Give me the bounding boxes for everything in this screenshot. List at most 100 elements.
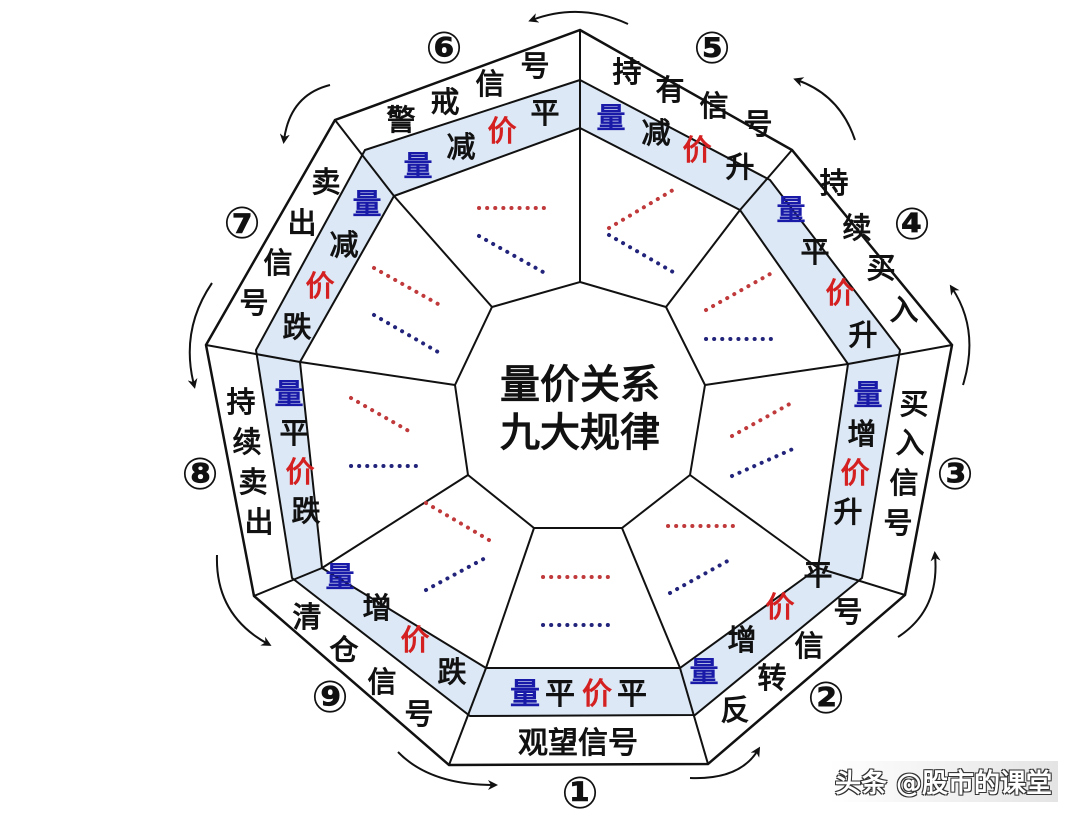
rule-5-number: ⑤ bbox=[693, 23, 730, 74]
rule-1-volume: 量 bbox=[510, 677, 540, 712]
rule-4-signal-4: 入 bbox=[889, 293, 918, 327]
rule-6-price-state: 平 bbox=[530, 96, 559, 130]
rule-5-price-state: 升 bbox=[725, 150, 754, 184]
pattern-3 bbox=[730, 399, 797, 478]
rule-6-volume: 量 bbox=[403, 149, 432, 183]
rule-4-vol-state: 平 bbox=[800, 235, 829, 269]
rule-9-number: ⑨ bbox=[311, 672, 348, 723]
rule-9-volume: 量 bbox=[325, 560, 354, 594]
rule-7-vol-state: 减 bbox=[329, 228, 358, 262]
rule-7: 量 减 价 跌 卖 出 信 号 ⑦ bbox=[223, 165, 381, 344]
rule-7-price-state: 跌 bbox=[282, 310, 311, 344]
rule-1-price-state: 平 bbox=[617, 677, 647, 712]
rule-9-signal-2: 仓 bbox=[328, 633, 359, 667]
arrow-6-to-7 bbox=[279, 84, 331, 144]
arrow-8-to-9 bbox=[215, 554, 272, 646]
pattern-lines bbox=[349, 188, 797, 627]
arrow-1-to-2 bbox=[689, 746, 761, 780]
pattern-6 bbox=[477, 206, 549, 274]
rule-5-signal-1: 持 bbox=[612, 55, 641, 89]
arrow-4-to-5 bbox=[793, 77, 856, 141]
rule-7-signal-4: 号 bbox=[239, 286, 268, 320]
pattern-4 bbox=[704, 272, 775, 341]
rule-8-number: ⑧ bbox=[181, 449, 218, 500]
rule-3-price: 价 bbox=[840, 456, 870, 490]
rule-1-number: ① bbox=[561, 768, 598, 819]
rule-8-signal-3: 卖 bbox=[238, 465, 267, 499]
rule-5-volume: 量 bbox=[596, 101, 625, 135]
rule-3-signal-3: 信 bbox=[889, 466, 918, 500]
rule-8-signal-4: 出 bbox=[244, 505, 273, 539]
rule-7-number: ⑦ bbox=[223, 198, 260, 249]
arrow-3-to-4 bbox=[949, 284, 971, 386]
rule-1: 量 平 价 平 观望信号 ① bbox=[510, 677, 647, 819]
rule-2-price: 价 bbox=[765, 590, 795, 624]
rule-8-volume: 量 bbox=[274, 377, 303, 411]
diagram-title-line1: 量价关系 bbox=[500, 362, 660, 408]
rule-1-signal: 观望信号 bbox=[518, 726, 638, 761]
rule-4: 量 平 价 升 持 续 买 入 ④ bbox=[776, 166, 930, 352]
rule-5-signal-2: 有 bbox=[655, 73, 684, 107]
rule-6-vol-state: 减 bbox=[446, 130, 475, 164]
rule-9: 量 增 价 跌 清 仓 信 号 ⑨ bbox=[292, 560, 466, 731]
rule-6-number: ⑥ bbox=[425, 23, 462, 74]
rule-9-signal-4: 号 bbox=[404, 697, 433, 731]
diagram-title-line2: 九大规律 bbox=[500, 410, 660, 456]
rule-2-signal-1: 反 bbox=[720, 693, 749, 727]
rule-5-signal-4: 号 bbox=[743, 107, 772, 141]
rule-4-signal-1: 持 bbox=[819, 166, 848, 200]
rule-2-number: ② bbox=[807, 673, 844, 724]
rule-8-price: 价 bbox=[285, 455, 315, 489]
rule-8-price-state: 跌 bbox=[291, 494, 320, 528]
rule-2: 量 增 价 平 反 转 信 号 ② bbox=[689, 558, 862, 727]
rule-9-signal-3: 信 bbox=[367, 665, 396, 699]
rule-7-volume: 量 bbox=[352, 187, 381, 221]
rule-3-vol-state: 增 bbox=[847, 417, 876, 451]
rule-3: 量 增 价 升 买 入 信 号 ③ bbox=[833, 378, 973, 540]
rule-2-signal-2: 转 bbox=[757, 661, 786, 695]
rule-3-price-state: 升 bbox=[833, 495, 862, 529]
arrow-5-to-6 bbox=[528, 10, 629, 25]
pattern-8 bbox=[349, 396, 421, 468]
rule-4-price: 价 bbox=[825, 276, 855, 310]
rule-4-price-state: 升 bbox=[848, 318, 877, 352]
rule-9-vol-state: 增 bbox=[362, 591, 391, 625]
center-hub bbox=[453, 280, 707, 529]
rule-6-signal-3: 信 bbox=[475, 67, 504, 101]
rule-3-signal-4: 号 bbox=[883, 506, 912, 540]
rule-8: 量 平 价 跌 持 续 卖 出 ⑧ bbox=[181, 377, 320, 539]
rule-9-price: 价 bbox=[400, 623, 430, 657]
rule-2-price-state: 平 bbox=[803, 558, 832, 592]
radial-dividers bbox=[205, 30, 953, 766]
rule-7-signal-2: 出 bbox=[287, 206, 316, 240]
rule-4-volume: 量 bbox=[776, 193, 805, 227]
arrow-7-to-8 bbox=[187, 282, 213, 389]
rule-2-volume: 量 bbox=[689, 655, 718, 689]
rule-5: 量 减 价 升 持 有 信 号 ⑤ bbox=[596, 23, 772, 184]
rule-3-volume: 量 bbox=[853, 378, 882, 412]
rule-5-price: 价 bbox=[682, 133, 712, 167]
rule-5-vol-state: 减 bbox=[641, 116, 670, 150]
rule-7-signal-1: 卖 bbox=[311, 165, 340, 199]
rule-2-signal-3: 信 bbox=[794, 629, 823, 663]
rule-8-signal-1: 持 bbox=[226, 385, 255, 419]
rule-2-signal-4: 号 bbox=[833, 595, 862, 629]
rule-3-number: ③ bbox=[936, 449, 973, 500]
rule-5-signal-3: 信 bbox=[699, 89, 728, 123]
cycle-arrows bbox=[187, 10, 971, 790]
rule-3-signal-1: 买 bbox=[899, 387, 928, 421]
rule-9-price-state: 跌 bbox=[437, 655, 466, 689]
rule-7-signal-3: 信 bbox=[263, 246, 292, 280]
rule-8-vol-state: 平 bbox=[279, 416, 308, 450]
rule-7-price: 价 bbox=[305, 269, 335, 303]
rule-4-signal-3: 买 bbox=[866, 251, 895, 285]
rule-3-signal-2: 入 bbox=[895, 426, 924, 460]
rule-6-price: 价 bbox=[487, 114, 517, 148]
rule-6-signal-4: 号 bbox=[520, 49, 549, 83]
watermark: 头条 @股市的课堂 bbox=[828, 761, 1058, 802]
rule-1-vol-state: 平 bbox=[545, 677, 575, 712]
rule-1-price: 价 bbox=[582, 677, 612, 712]
pattern-1 bbox=[541, 575, 612, 627]
rule-8-signal-2: 续 bbox=[232, 425, 261, 459]
